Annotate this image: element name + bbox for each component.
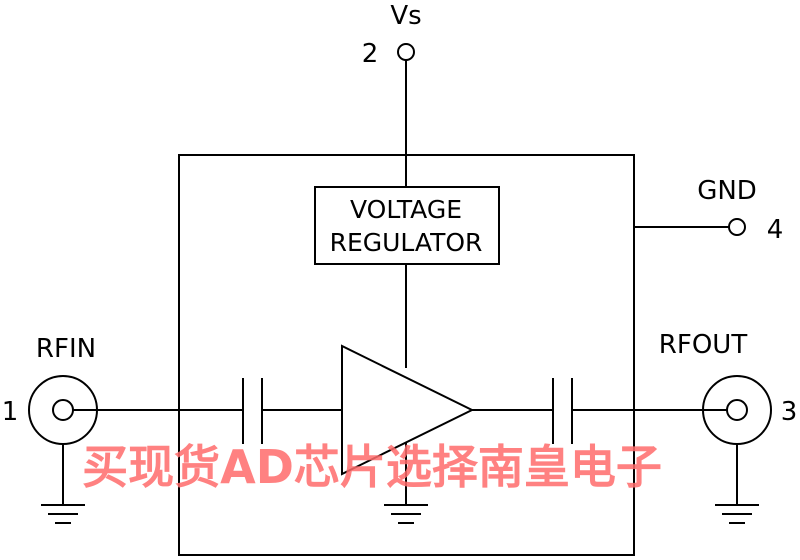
vs-pin-terminal <box>397 43 415 61</box>
rfin-pin-number: 1 <box>2 397 19 427</box>
regulator-label-line2: REGULATOR <box>330 228 483 257</box>
gnd-pin-name: GND <box>697 176 757 206</box>
watermark-text: 买现货AD芯片选择南皇电子 <box>82 440 662 494</box>
rfin-ground-symbol <box>41 504 85 524</box>
gnd-pin-terminal <box>728 218 746 236</box>
output-capacitor <box>552 378 573 444</box>
rfin-connector-inner <box>52 399 74 421</box>
rfout-connector-inner <box>726 399 748 421</box>
amp-ground-symbol <box>384 504 428 524</box>
regulator-label-line1: VOLTAGE <box>350 195 462 224</box>
gnd-pin-number: 4 <box>767 215 784 245</box>
input-capacitor <box>242 378 263 444</box>
rfout-pin-name: RFOUT <box>659 330 748 360</box>
rfin-pin-name: RFIN <box>36 334 96 364</box>
rfout-pin-number: 3 <box>781 397 798 427</box>
vs-pin-name: Vs <box>390 1 421 31</box>
rfout-ground-symbol <box>715 504 759 524</box>
vs-pin-number: 2 <box>362 39 379 69</box>
